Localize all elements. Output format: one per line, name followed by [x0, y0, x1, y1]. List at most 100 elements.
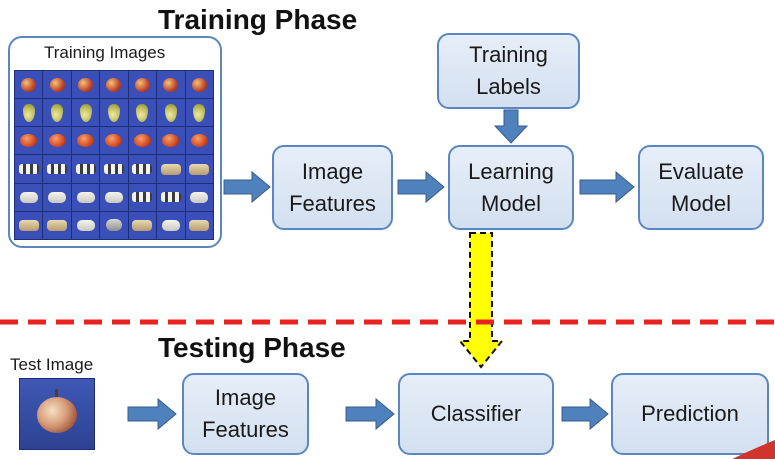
cow-thumbnail: [75, 164, 96, 175]
pear-thumbnail: [193, 103, 206, 122]
training-image-dog: [157, 211, 185, 239]
training-image-cow: [71, 155, 100, 183]
training-image-cow: [43, 155, 71, 183]
training-image-horse: [43, 211, 71, 239]
training-image-pear: [157, 99, 185, 127]
prediction-label: Prediction: [641, 401, 739, 426]
apple-thumbnail: [163, 77, 179, 92]
pear-thumbnail: [79, 103, 92, 122]
pear-thumbnail: [22, 103, 35, 122]
tomato-thumbnail: [190, 134, 208, 148]
training-labels-line-2: Labels: [476, 74, 541, 99]
apple-thumbnail: [49, 77, 65, 92]
tomato-thumbnail: [20, 134, 38, 148]
pear-thumbnail: [107, 103, 120, 122]
horse-thumbnail: [47, 219, 68, 231]
training-image-dog: [15, 183, 43, 211]
testing-features-line-1: Image: [214, 385, 277, 410]
apple-thumbnail: [134, 77, 150, 92]
classifier-label: Classifier: [430, 401, 522, 426]
dog-thumbnail: [104, 191, 123, 203]
training-image-grid: [14, 70, 214, 240]
training-images-label: Training Images: [44, 43, 166, 62]
training-image-tomato: [100, 127, 128, 155]
cow-thumbnail: [47, 164, 68, 175]
training-features-line-1: Image: [301, 158, 364, 184]
apple-thumbnail: [21, 77, 37, 92]
apple-thumbnail: [106, 77, 122, 92]
training-phase-title: Training Phase: [158, 4, 358, 35]
test-image: [19, 378, 95, 450]
learning-model-box: Learning Model: [448, 145, 574, 230]
arrow-learning-to-evaluate: [579, 170, 635, 204]
dog-thumbnail: [161, 219, 180, 231]
training-image-dog: [71, 183, 100, 211]
evaluate-model-box: Evaluate Model: [638, 145, 764, 230]
classifier-box: Classifier: [398, 373, 554, 455]
training-image-apple: [100, 71, 128, 99]
horse-thumbnail: [189, 219, 210, 231]
training-labels-line-1: Training: [469, 42, 548, 67]
apple-thumbnail: [191, 77, 207, 92]
training-image-cow: [15, 155, 43, 183]
training-image-pear: [15, 99, 43, 127]
training-image-features-box: Image Features: [272, 145, 393, 230]
training-image-apple: [15, 71, 43, 99]
model-transfer-arrow: [457, 232, 505, 369]
horse-thumbnail: [18, 219, 39, 231]
cow-thumbnail: [132, 164, 153, 175]
arrow-images-to-features: [223, 170, 271, 204]
apple-stem: [55, 389, 58, 399]
training-image-tomato: [15, 127, 43, 155]
training-image-horse: [185, 155, 213, 183]
cow-thumbnail: [132, 192, 153, 203]
training-image-pear: [185, 99, 213, 127]
apple-fruit: [37, 397, 77, 433]
training-image-apple: [128, 71, 157, 99]
training-image-dog: [185, 183, 213, 211]
arrow-features-to-learning: [397, 170, 445, 204]
test-image-label: Test Image: [10, 355, 94, 374]
training-image-pear: [100, 99, 128, 127]
training-image-dog: [71, 211, 100, 239]
training-image-pear: [128, 99, 157, 127]
training-image-horse: [185, 211, 213, 239]
arrow-labels-to-learning: [493, 109, 529, 144]
training-labels-box: Training Labels: [437, 33, 580, 109]
training-image-cow: [128, 155, 157, 183]
training-image-apple: [43, 71, 71, 99]
training-features-line-2: Features: [289, 190, 376, 216]
cow-thumbnail: [160, 192, 181, 203]
training-image-cat: [100, 211, 128, 239]
training-image-horse: [15, 211, 43, 239]
tomato-thumbnail: [77, 134, 95, 148]
training-image-tomato: [185, 127, 213, 155]
cow-thumbnail: [103, 164, 124, 175]
training-image-dog: [100, 183, 128, 211]
horse-thumbnail: [189, 163, 210, 175]
corner-decoration: [732, 440, 775, 459]
dog-thumbnail: [190, 191, 209, 203]
tomato-thumbnail: [48, 134, 66, 148]
arrow-test-image-to-features: [127, 397, 177, 431]
arrow-classifier-to-prediction: [561, 397, 609, 431]
horse-thumbnail: [132, 219, 153, 231]
training-image-cow: [128, 183, 157, 211]
dog-thumbnail: [48, 191, 67, 203]
testing-features-line-2: Features: [202, 417, 289, 442]
horse-thumbnail: [160, 163, 181, 175]
training-image-cow: [100, 155, 128, 183]
evaluate-model-line-2: Model: [671, 190, 731, 216]
dog-thumbnail: [76, 191, 95, 203]
training-image-apple: [157, 71, 185, 99]
cat-thumbnail: [105, 219, 122, 232]
training-image-horse: [157, 155, 185, 183]
learning-model-line-2: Model: [481, 190, 541, 216]
training-image-tomato: [128, 127, 157, 155]
pear-thumbnail: [164, 103, 177, 122]
training-image-tomato: [157, 127, 185, 155]
learning-model-line-1: Learning: [468, 158, 554, 184]
testing-phase-title: Testing Phase: [158, 332, 346, 363]
training-image-horse: [128, 211, 157, 239]
